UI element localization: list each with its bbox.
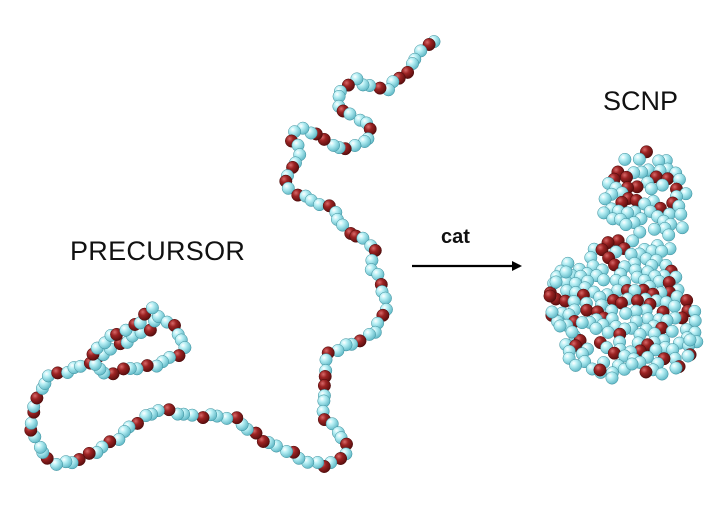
monomer-bead — [325, 417, 339, 431]
monomer-bead — [647, 222, 661, 236]
monomer-bead — [683, 333, 697, 347]
monomer-bead — [343, 107, 357, 121]
crosslinker-bead — [580, 303, 594, 317]
monomer-bead — [597, 206, 611, 220]
monomer-bead — [619, 218, 633, 232]
monomer-bead — [589, 322, 603, 335]
crosslinker-bead — [543, 289, 557, 303]
monomer-bead — [545, 305, 559, 319]
monomer-bead — [668, 299, 682, 313]
crosslinker-bead — [639, 365, 653, 379]
scnp-label: SCNP — [603, 86, 679, 116]
monomer-bead — [655, 367, 669, 381]
monomer-bead — [319, 353, 333, 367]
monomer-bead — [553, 319, 567, 333]
monomer-bead — [598, 192, 612, 206]
catalyst-label: cat — [441, 226, 470, 248]
monomer-bead — [601, 325, 615, 339]
monomer-bead — [625, 357, 639, 371]
crosslinker-bead — [117, 362, 130, 376]
monomer-bead — [632, 152, 646, 166]
monomer-bead — [356, 231, 370, 245]
monomer-bead — [618, 152, 632, 166]
monomer-bead — [605, 371, 619, 385]
monomer-bead — [549, 275, 563, 289]
crosslinker-bead — [256, 435, 270, 448]
monomer-bead — [633, 225, 647, 239]
monomer-bead — [675, 221, 689, 235]
monomer-bead — [362, 327, 376, 341]
monomer-bead — [145, 301, 159, 315]
monomer-bead — [681, 349, 695, 363]
monomer-bead — [619, 306, 633, 320]
monomer-bead — [644, 182, 658, 196]
scnp-nanoparticle-cluster — [543, 145, 704, 385]
monomer-bead — [569, 358, 583, 372]
monomer-bead — [626, 234, 640, 248]
monomer-bead — [669, 361, 683, 375]
monomer-bead — [662, 228, 676, 242]
monomer-bead — [280, 445, 294, 458]
crosslinker-bead — [196, 411, 210, 425]
monomer-bead — [281, 181, 295, 195]
monomer-bead — [575, 316, 589, 330]
precursor-polymer-chain — [24, 35, 441, 473]
monomer-bead — [327, 138, 340, 152]
crosslinker-bead — [593, 363, 607, 377]
monomer-bead — [597, 273, 611, 287]
monomer-bead — [139, 409, 153, 423]
monomer-bead — [378, 291, 392, 305]
monomer-bead — [674, 207, 688, 221]
monomer-bead — [33, 440, 47, 454]
monomer-bead — [655, 178, 669, 192]
precursor-label: PRECURSOR — [70, 236, 246, 266]
monomer-bead — [649, 343, 663, 357]
monomer-bead — [565, 325, 579, 339]
monomer-bead — [559, 265, 573, 279]
crosslinker-bead — [82, 446, 96, 460]
monomer-bead — [336, 218, 350, 232]
monomer-bead — [50, 457, 63, 471]
crosslinker-bead — [30, 391, 44, 405]
monomer-bead — [665, 324, 679, 338]
monomer-bead — [24, 416, 38, 430]
